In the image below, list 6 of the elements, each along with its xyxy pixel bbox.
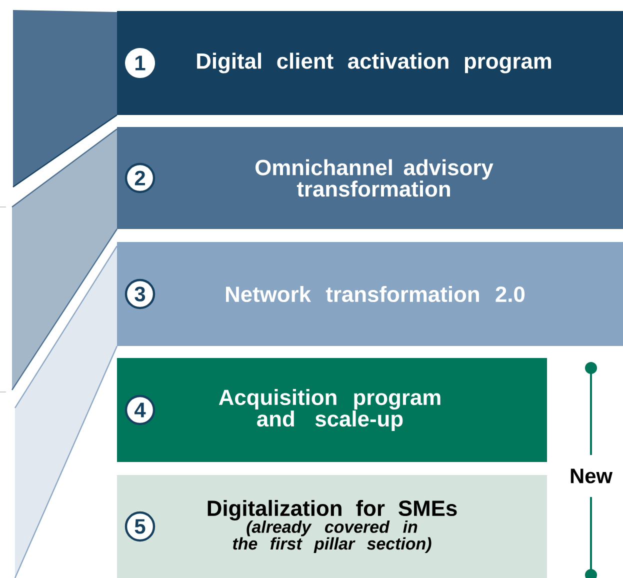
bracket-label: New <box>570 468 613 484</box>
program-box: 1 Digital client activation program <box>117 11 623 115</box>
program-box: 2 Omnichannel advisory transformation <box>117 127 623 229</box>
program-box: 3 Network transformation 2.0 <box>117 242 623 346</box>
program-box: 5 Digitalization for SMEs (already covered in the first pillar section) <box>117 475 547 578</box>
program-box: 4 Acquisition program and scale-up <box>117 358 547 462</box>
